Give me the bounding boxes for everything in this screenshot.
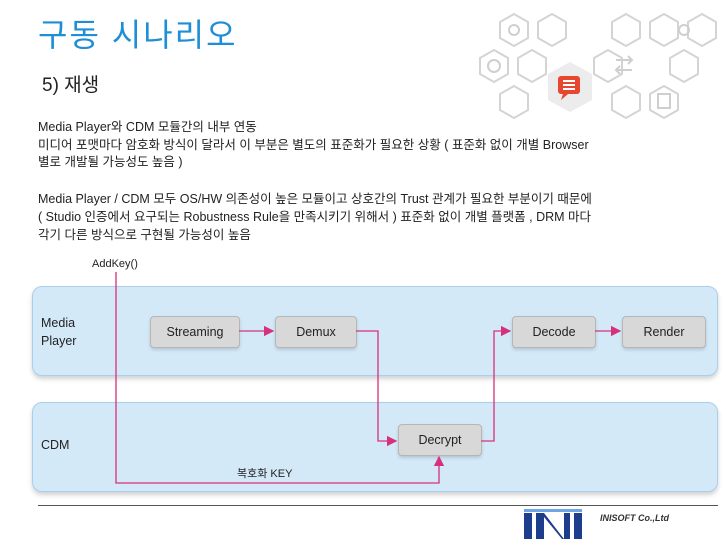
arrow-demux-to-decrypt (356, 330, 398, 447)
paragraph-1: Media Player와 CDM 모듈간의 내부 연동 (38, 120, 257, 134)
cdm-lane (32, 402, 718, 492)
chat-icon (548, 62, 592, 112)
paragraph-3-line-2: ( Studio 인증에서 요구되는 Robustness Rule을 만족시키… (38, 210, 592, 224)
paragraph-2-line-2: 별로 개발될 가능성도 높음 ) (38, 155, 183, 169)
hex-shape (669, 48, 699, 84)
hex-shape (649, 84, 679, 120)
decrypt-box: Decrypt (398, 424, 482, 456)
cdm-label: CDM (41, 438, 70, 452)
paragraph-3-line-3: 각기 다른 방식으로 구현될 가능성이 높음 (38, 228, 251, 242)
arrow-addkey-to-decrypt (115, 272, 445, 484)
hex-shape (687, 12, 717, 48)
globe-icon (487, 59, 501, 73)
lightbulb-icon (508, 24, 520, 36)
arrow-decrypt-to-decode (481, 325, 512, 442)
hex-shape (649, 12, 679, 48)
render-box: Render (622, 316, 706, 348)
media-player-label: Media Player (41, 316, 77, 348)
addkey-label: AddKey() (92, 258, 138, 270)
decryption-key-label: 복호화 KEY (237, 468, 293, 480)
paragraph-3-line-1: Media Player / CDM 모두 OS/HW 의존성이 높은 모듈이고… (38, 192, 592, 206)
footer-divider (38, 505, 718, 506)
hex-shape (517, 48, 547, 84)
hex-shape (499, 12, 529, 48)
company-name: INISOFT Co.,Ltd (600, 513, 669, 523)
slide-subtitle: 5) 재생 (42, 75, 100, 96)
decode-box: Decode (512, 316, 596, 348)
hex-shape (499, 84, 529, 120)
decorative-hex-icons (479, 12, 717, 120)
streaming-box: Streaming (150, 316, 240, 348)
demux-box: Demux (275, 316, 357, 348)
slide-title: 구동 시나리오 (38, 17, 238, 53)
arrows-icon (614, 55, 634, 75)
hex-shape (479, 48, 509, 84)
gear-icon (678, 24, 690, 36)
hex-shape (537, 12, 567, 48)
paragraph-2-line-1: 미디어 포맷마다 암호화 방식이 달라서 이 부분은 별도의 표준화가 필요한 … (38, 138, 589, 152)
hex-shape (611, 84, 641, 120)
hex-shape (611, 12, 641, 48)
document-icon (657, 93, 671, 109)
company-logo (524, 509, 582, 539)
hex-shape (593, 48, 623, 84)
